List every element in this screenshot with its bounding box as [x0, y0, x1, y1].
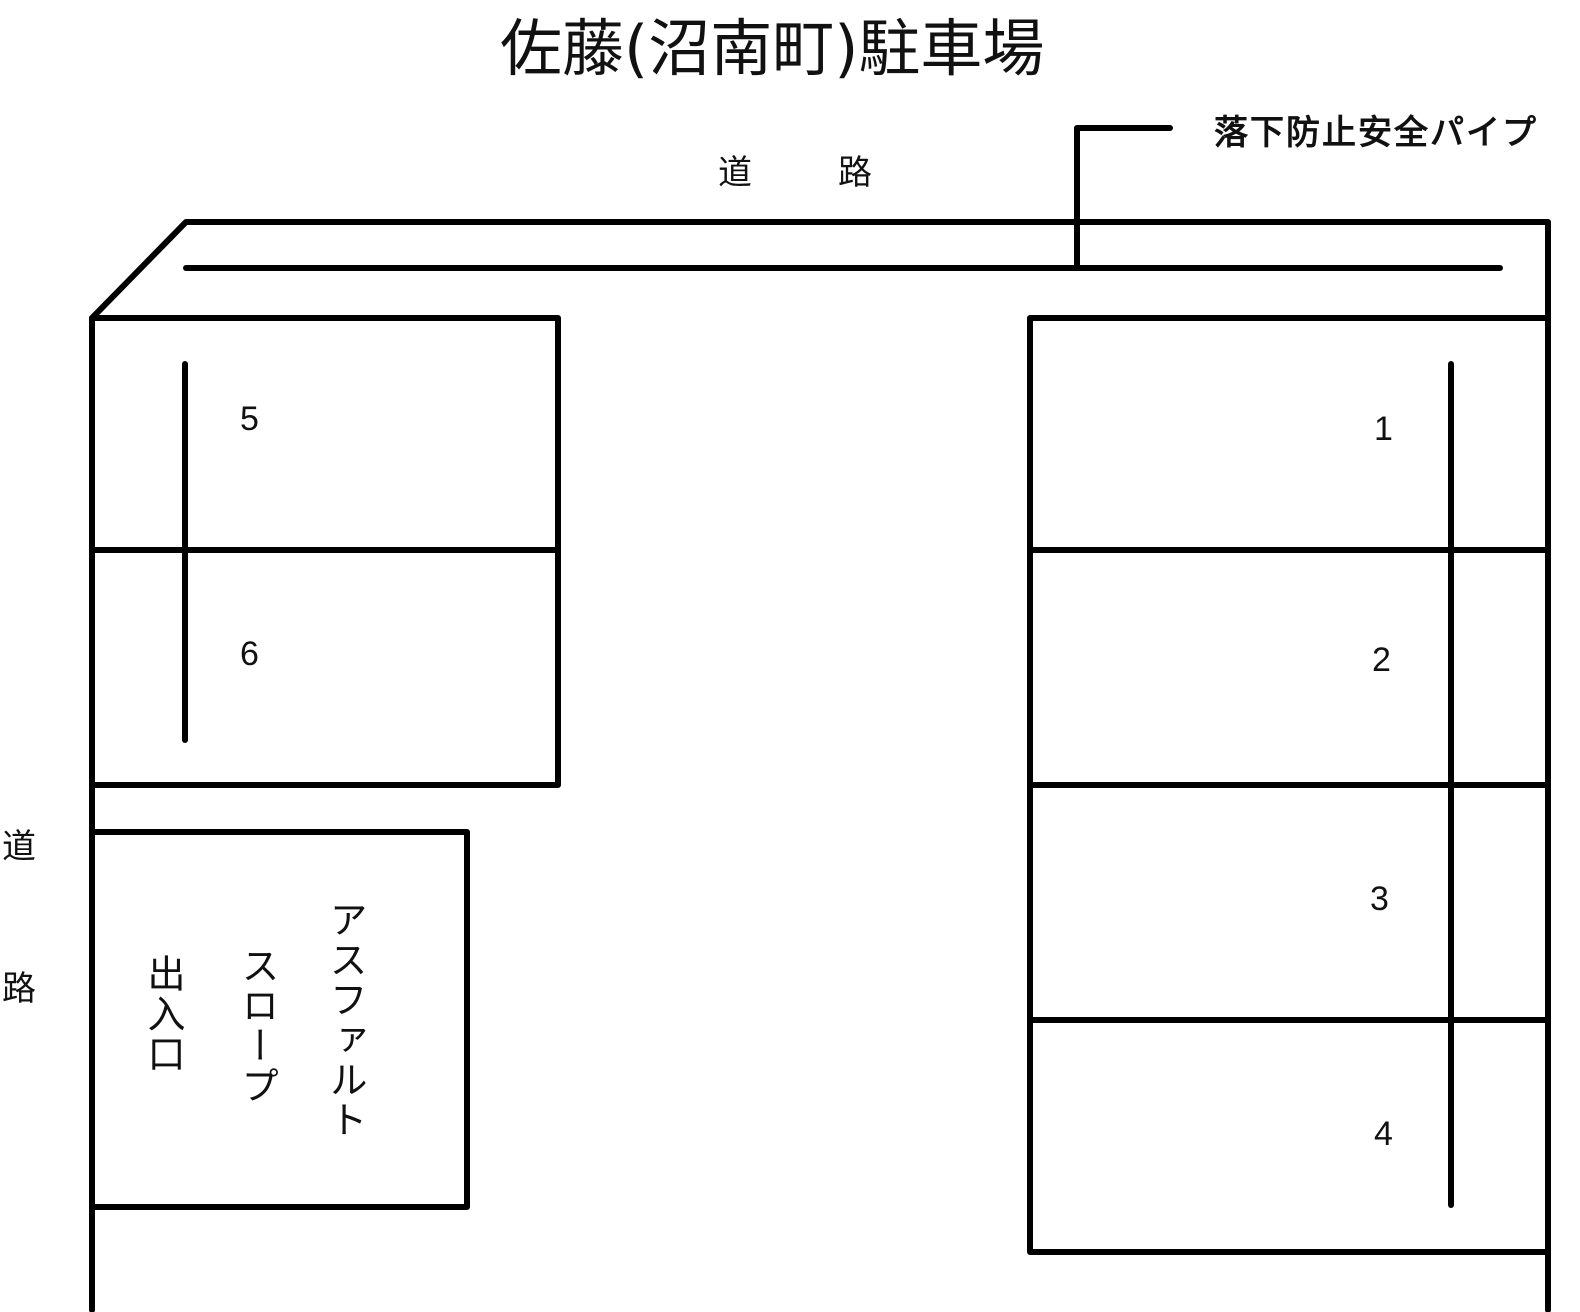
space-number-6: 6	[240, 635, 259, 673]
entrance-label: 出入口	[141, 954, 185, 1074]
slope-box-outline	[89, 829, 470, 1210]
road-top-label-2: 路	[838, 153, 872, 193]
slope-label: スロープ	[235, 946, 279, 1106]
space-number-1: 1	[1374, 410, 1393, 448]
road-top-label-1: 道	[718, 153, 752, 193]
road-left-label-2: 路	[2, 969, 36, 1009]
space-number-3: 3	[1370, 880, 1389, 918]
space-number-2: 2	[1372, 641, 1391, 679]
safety-pipe-label: 落下防止安全パイプ	[1214, 113, 1538, 153]
safety-pipe-leader	[1074, 125, 1173, 271]
space-number-4: 4	[1374, 1115, 1393, 1153]
asphalt-label: アスファルト	[323, 900, 367, 1140]
page-title: 佐藤(沼南町)駐車場	[500, 12, 1045, 85]
road-left-label-1: 道	[2, 827, 36, 867]
lot-boundary	[89, 219, 1551, 1312]
space-number-5: 5	[240, 400, 259, 438]
